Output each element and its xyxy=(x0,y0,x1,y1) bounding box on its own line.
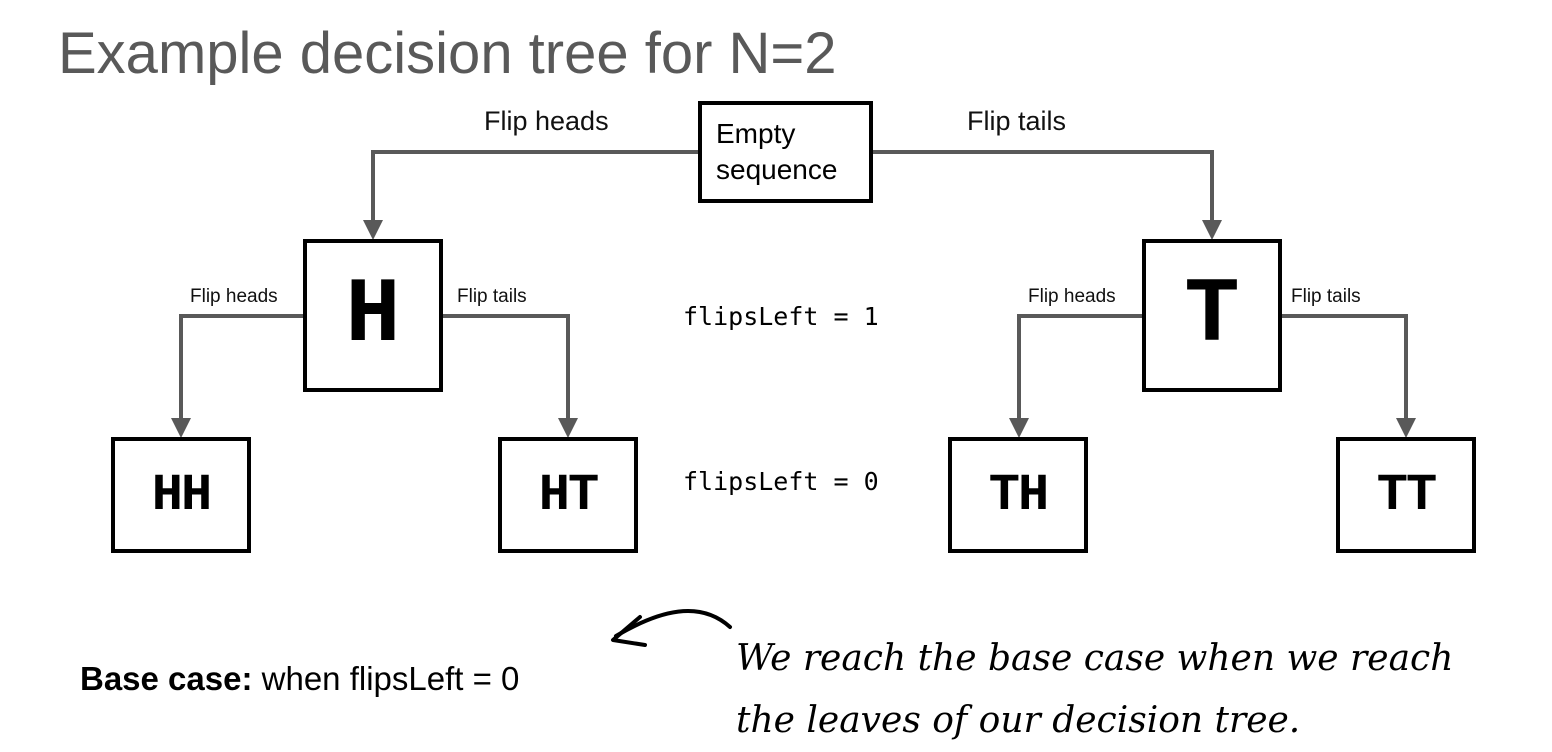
node-hh-label: HH xyxy=(151,465,212,525)
edge-label-flip-tails-t: Flip tails xyxy=(1291,286,1361,307)
level-label-flips-left-0: flipsLeft = 0 xyxy=(683,467,879,496)
edge-label-flip-tails-h: Flip tails xyxy=(457,286,527,307)
edge-root-to-h xyxy=(363,150,698,240)
annotation-note: We reach the base case when we reach the… xyxy=(736,638,1454,741)
base-case-text: Base case: when flipsLeft = 0 xyxy=(80,660,519,698)
edge-t-to-tt xyxy=(1282,314,1416,438)
level-label-flips-left-1: flipsLeft = 1 xyxy=(683,302,879,331)
node-h-label: H xyxy=(345,263,401,368)
node-ht: HT xyxy=(498,437,638,553)
edge-label-flip-heads-root: Flip heads xyxy=(484,106,609,136)
node-hh: HH xyxy=(111,437,251,553)
edge-t-to-th xyxy=(1009,314,1143,438)
edge-label-flip-heads-t: Flip heads xyxy=(1028,286,1116,307)
edge-label-flip-heads-h: Flip heads xyxy=(190,286,278,307)
edge-root-to-t xyxy=(873,150,1222,240)
node-root: Empty sequence xyxy=(698,101,873,203)
node-t: T xyxy=(1142,239,1282,392)
node-h: H xyxy=(303,239,443,392)
node-th: TH xyxy=(948,437,1088,553)
node-ht-label: HT xyxy=(538,465,599,525)
node-tt-label: TT xyxy=(1376,465,1437,525)
edge-h-to-ht xyxy=(443,314,578,438)
base-case-bold: Base case: xyxy=(80,660,253,697)
node-th-label: TH xyxy=(988,465,1049,525)
edge-label-flip-tails-root: Flip tails xyxy=(967,106,1067,136)
node-root-label: Empty sequence xyxy=(716,118,838,185)
diagram-title: Example decision tree for N=2 xyxy=(58,21,837,86)
node-tt: TT xyxy=(1336,437,1476,553)
node-t-label: T xyxy=(1184,263,1240,368)
edge-h-to-hh xyxy=(171,314,304,438)
base-case-condition: when flipsLeft = 0 xyxy=(252,660,520,697)
